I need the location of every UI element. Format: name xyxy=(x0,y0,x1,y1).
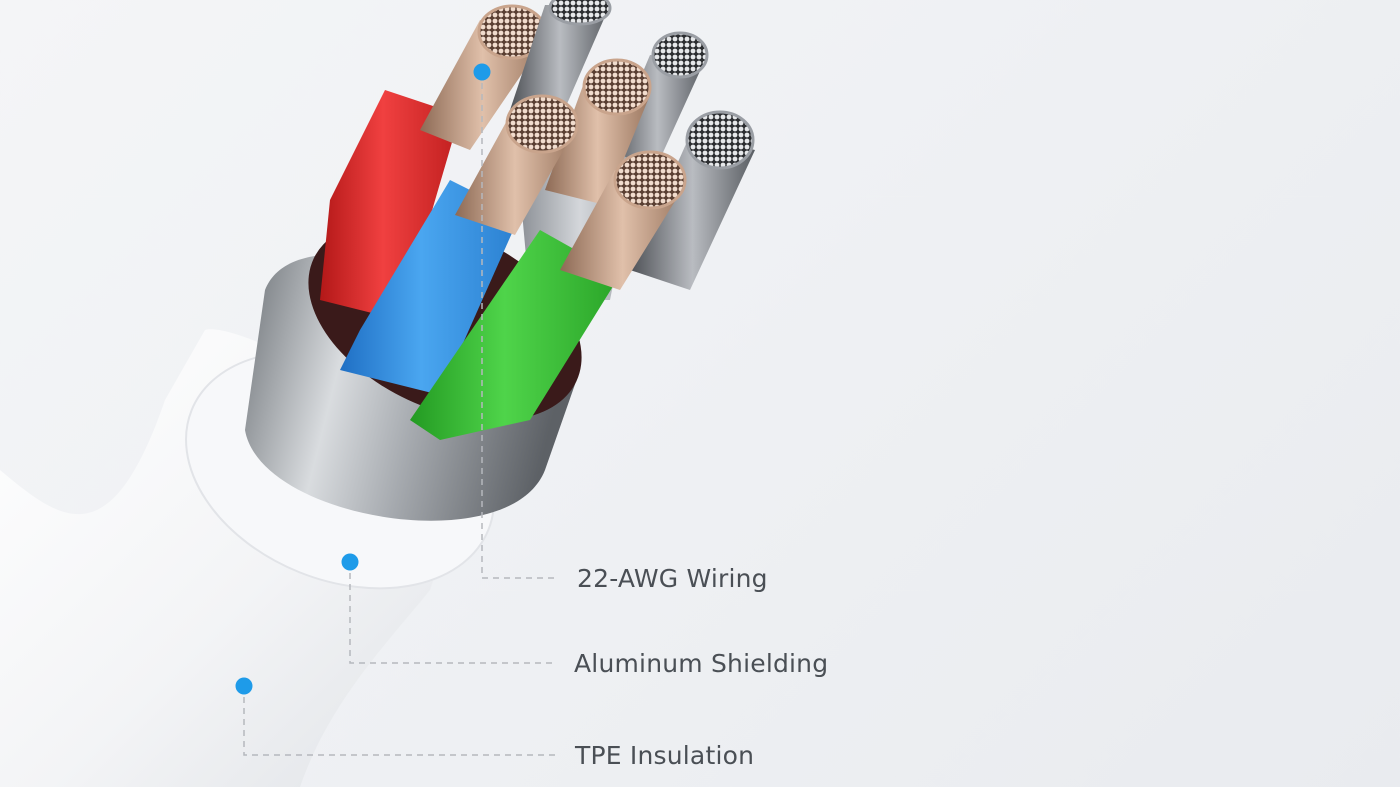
callout-label-shielding: Aluminum Shielding xyxy=(574,649,829,678)
leader-line-wiring xyxy=(481,72,556,579)
leader-line-insulation xyxy=(243,686,556,756)
steel-conductor-1-end xyxy=(548,0,612,26)
copper-conductor-2-end xyxy=(582,58,652,116)
green-wire xyxy=(410,230,620,440)
copper-conductor-4-end xyxy=(613,150,687,210)
callout-leaders xyxy=(243,72,556,756)
callout-label-insulation: TPE Insulation xyxy=(575,741,755,770)
steel-conductor-2-end xyxy=(651,31,709,79)
marker-dot-insulation xyxy=(235,677,253,695)
red-wire xyxy=(320,90,460,320)
leader-line-shielding xyxy=(349,562,556,664)
steel-conductor-3-end xyxy=(685,110,755,170)
steel-conductor-2 xyxy=(610,55,705,170)
copper-conductor-3-end xyxy=(505,94,579,154)
steel-conductor-3 xyxy=(630,135,755,290)
blue-wire xyxy=(340,180,520,395)
marker-dot-wiring xyxy=(473,63,491,81)
marker-dot-shielding xyxy=(341,553,359,571)
steel-conductor-1 xyxy=(510,5,610,120)
callout-label-wiring: 22-AWG Wiring xyxy=(577,564,768,593)
